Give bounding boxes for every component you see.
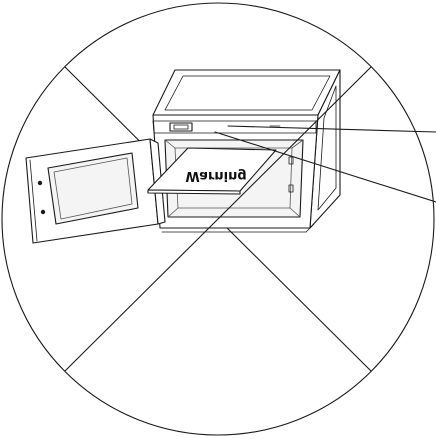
warning-label: Warning xyxy=(185,168,246,183)
control-display xyxy=(169,122,193,132)
microwave-top xyxy=(152,69,341,116)
callout-line-upper xyxy=(227,125,436,133)
prohibition-diagonal-lower-left xyxy=(64,66,372,372)
door-window xyxy=(47,152,139,225)
microwave-door xyxy=(25,138,166,244)
door-hinge-top xyxy=(37,180,43,186)
door-hinge-bottom xyxy=(40,209,46,215)
latch-slot-top xyxy=(288,156,294,165)
warning-card: Warning xyxy=(147,147,277,195)
latch-slot-bottom xyxy=(288,184,294,193)
callout-line-lower xyxy=(214,131,436,203)
